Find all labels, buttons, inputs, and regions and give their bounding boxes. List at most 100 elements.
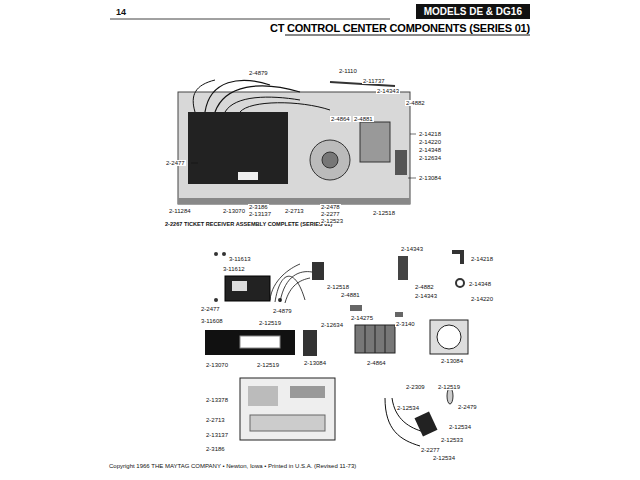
- part-number: 2-14343: [414, 293, 438, 299]
- washer: [456, 279, 464, 287]
- wire-lead: [385, 398, 420, 446]
- transformer-plate: [232, 281, 247, 291]
- part-number: 2-14220: [470, 296, 494, 302]
- part-number: 2-13137: [248, 211, 272, 217]
- wire: [193, 80, 215, 112]
- leader-line: [191, 163, 198, 164]
- header-rule: [110, 19, 390, 20]
- part-number: 2-12634: [320, 322, 344, 328]
- screw: [214, 252, 218, 256]
- wire-harness: [280, 272, 312, 302]
- part-number: 2-12518: [372, 210, 396, 216]
- coil: [355, 325, 395, 353]
- part-number: 3-11608: [200, 318, 224, 324]
- motor-hub: [322, 152, 338, 168]
- mounting-panel: [178, 92, 410, 204]
- transformer: [225, 276, 270, 301]
- part-number: 2-4879: [272, 308, 293, 314]
- part-number: 2-4882: [414, 284, 435, 290]
- part-number: 2-3140: [395, 321, 416, 327]
- control-bracket: [188, 112, 288, 184]
- motor: [310, 140, 350, 180]
- screw: [222, 252, 226, 256]
- part-number: 2-13378: [205, 397, 229, 403]
- coil-stripe: [365, 325, 366, 353]
- board-component: [250, 415, 325, 431]
- copyright-note: Copyright 1966 THE MAYTAG COMPANY • Newt…: [108, 463, 357, 469]
- header-text: MODELS DE & DG16: [424, 6, 522, 17]
- part-number: 2-4879: [248, 70, 269, 76]
- wire: [240, 103, 330, 112]
- part-number: 2-3186: [248, 204, 269, 210]
- part-number: 2-12519: [256, 362, 280, 368]
- part-number: 2-13070: [205, 362, 229, 368]
- leader-line: [408, 178, 416, 179]
- part-number: 2-13137: [205, 432, 229, 438]
- part-number: 2-4882: [405, 100, 426, 106]
- board-component: [290, 386, 325, 398]
- spacer: [395, 312, 403, 317]
- part-number: 2-12534: [448, 424, 472, 430]
- timer: [430, 320, 468, 354]
- lamp: [447, 388, 453, 404]
- switch: [398, 256, 408, 280]
- part-number: 2-12534: [432, 455, 456, 461]
- name-plate: [238, 172, 258, 180]
- title-rule: [285, 35, 530, 36]
- part-number: 2-14275: [350, 315, 374, 321]
- relay: [303, 330, 317, 356]
- part-number: 2-2309: [405, 384, 426, 390]
- switch-block: [360, 122, 390, 162]
- part-number: 2-11284: [168, 208, 192, 214]
- board-component: [248, 386, 278, 406]
- part-number: 2-2277: [320, 211, 341, 217]
- part-number: 2-14343: [400, 246, 424, 252]
- part-number: 2-2479: [457, 404, 478, 410]
- part-number: 2-14218: [418, 131, 442, 137]
- part-number: 2-4864: [366, 360, 387, 366]
- coil-stripe: [375, 325, 376, 353]
- wire-harness: [270, 264, 300, 300]
- exploded-parts: [205, 250, 468, 446]
- part-number: 2-12533: [440, 437, 464, 443]
- terminal-block: [312, 262, 324, 280]
- part-number: 2-1110: [338, 68, 358, 74]
- part-number: 2-4881: [340, 292, 361, 298]
- circuit-board: [240, 378, 335, 440]
- part-number: 2-12519: [437, 384, 461, 390]
- part-number: 2-4864: [330, 116, 351, 122]
- control-box: [205, 330, 295, 355]
- part-number: 2-14218: [470, 256, 494, 262]
- ticket-receiver-assembly: [178, 80, 416, 204]
- part-number: 2-14343: [376, 88, 400, 94]
- part-number: 3-11613: [228, 256, 252, 262]
- part-number: 2-2477: [200, 306, 221, 312]
- bracket: [452, 250, 464, 264]
- coil-stripe: [385, 325, 386, 353]
- wire-harness: [285, 278, 310, 303]
- part-number: 2-12534: [396, 405, 420, 411]
- wire: [205, 80, 270, 112]
- page-number: 14: [115, 8, 127, 17]
- part-number: 2-4881: [353, 116, 374, 122]
- part-number: 2-2478: [320, 204, 341, 210]
- part-number: 2-12634: [418, 155, 442, 161]
- leader-line: [410, 134, 416, 135]
- part-number: 2-12518: [326, 284, 350, 290]
- part-number: 2-13084: [303, 360, 327, 366]
- relay: [395, 150, 407, 175]
- part-number: 2-13070: [222, 208, 246, 214]
- part-number: 2-12519: [258, 320, 282, 326]
- control-window: [240, 336, 280, 348]
- part-number: 2-2277: [420, 447, 441, 453]
- header-band: MODELS DE & DG16: [416, 4, 530, 19]
- switch: [415, 412, 438, 437]
- part-number: 2-14348: [468, 281, 492, 287]
- part-number: 3-11612: [222, 266, 246, 272]
- assembly-caption: 2-2267 TICKET RECEIVER ASSEMBLY COMPLETE…: [165, 222, 332, 228]
- base-strip: [178, 198, 410, 204]
- part-number: 2-14348: [418, 147, 442, 153]
- wire: [215, 86, 300, 112]
- part-number: 2-13084: [418, 175, 442, 181]
